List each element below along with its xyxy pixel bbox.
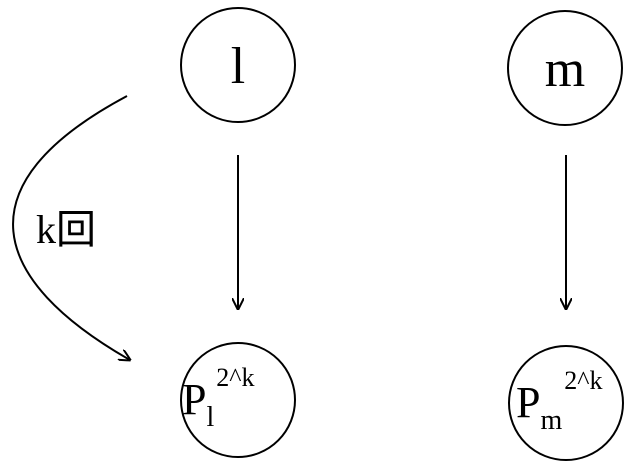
node-pl-base: P bbox=[182, 375, 206, 424]
node-pm-label: Pm2^k bbox=[516, 366, 602, 436]
node-pm-sub: m bbox=[540, 405, 562, 436]
node-m-label: m bbox=[545, 41, 585, 98]
node-pl-sub: l bbox=[206, 402, 214, 433]
node-pm: Pm2^k bbox=[508, 345, 624, 461]
node-pl-label: Pl2^k bbox=[182, 363, 254, 433]
node-pl-sup: 2^k bbox=[216, 363, 254, 392]
node-pm-sup: 2^k bbox=[564, 366, 602, 395]
node-pl: Pl2^k bbox=[180, 342, 296, 458]
node-m: m bbox=[507, 10, 623, 126]
node-l-circle bbox=[180, 7, 296, 123]
edge-label-k-times: k回 bbox=[36, 207, 96, 252]
node-m-circle bbox=[507, 10, 623, 126]
node-pm-base: P bbox=[516, 378, 540, 427]
curved-arrow-k-times bbox=[12, 95, 130, 360]
node-pl-circle bbox=[180, 342, 296, 458]
node-pm-circle bbox=[508, 345, 624, 461]
node-l-label: l bbox=[231, 38, 245, 95]
node-l: l bbox=[180, 7, 296, 123]
